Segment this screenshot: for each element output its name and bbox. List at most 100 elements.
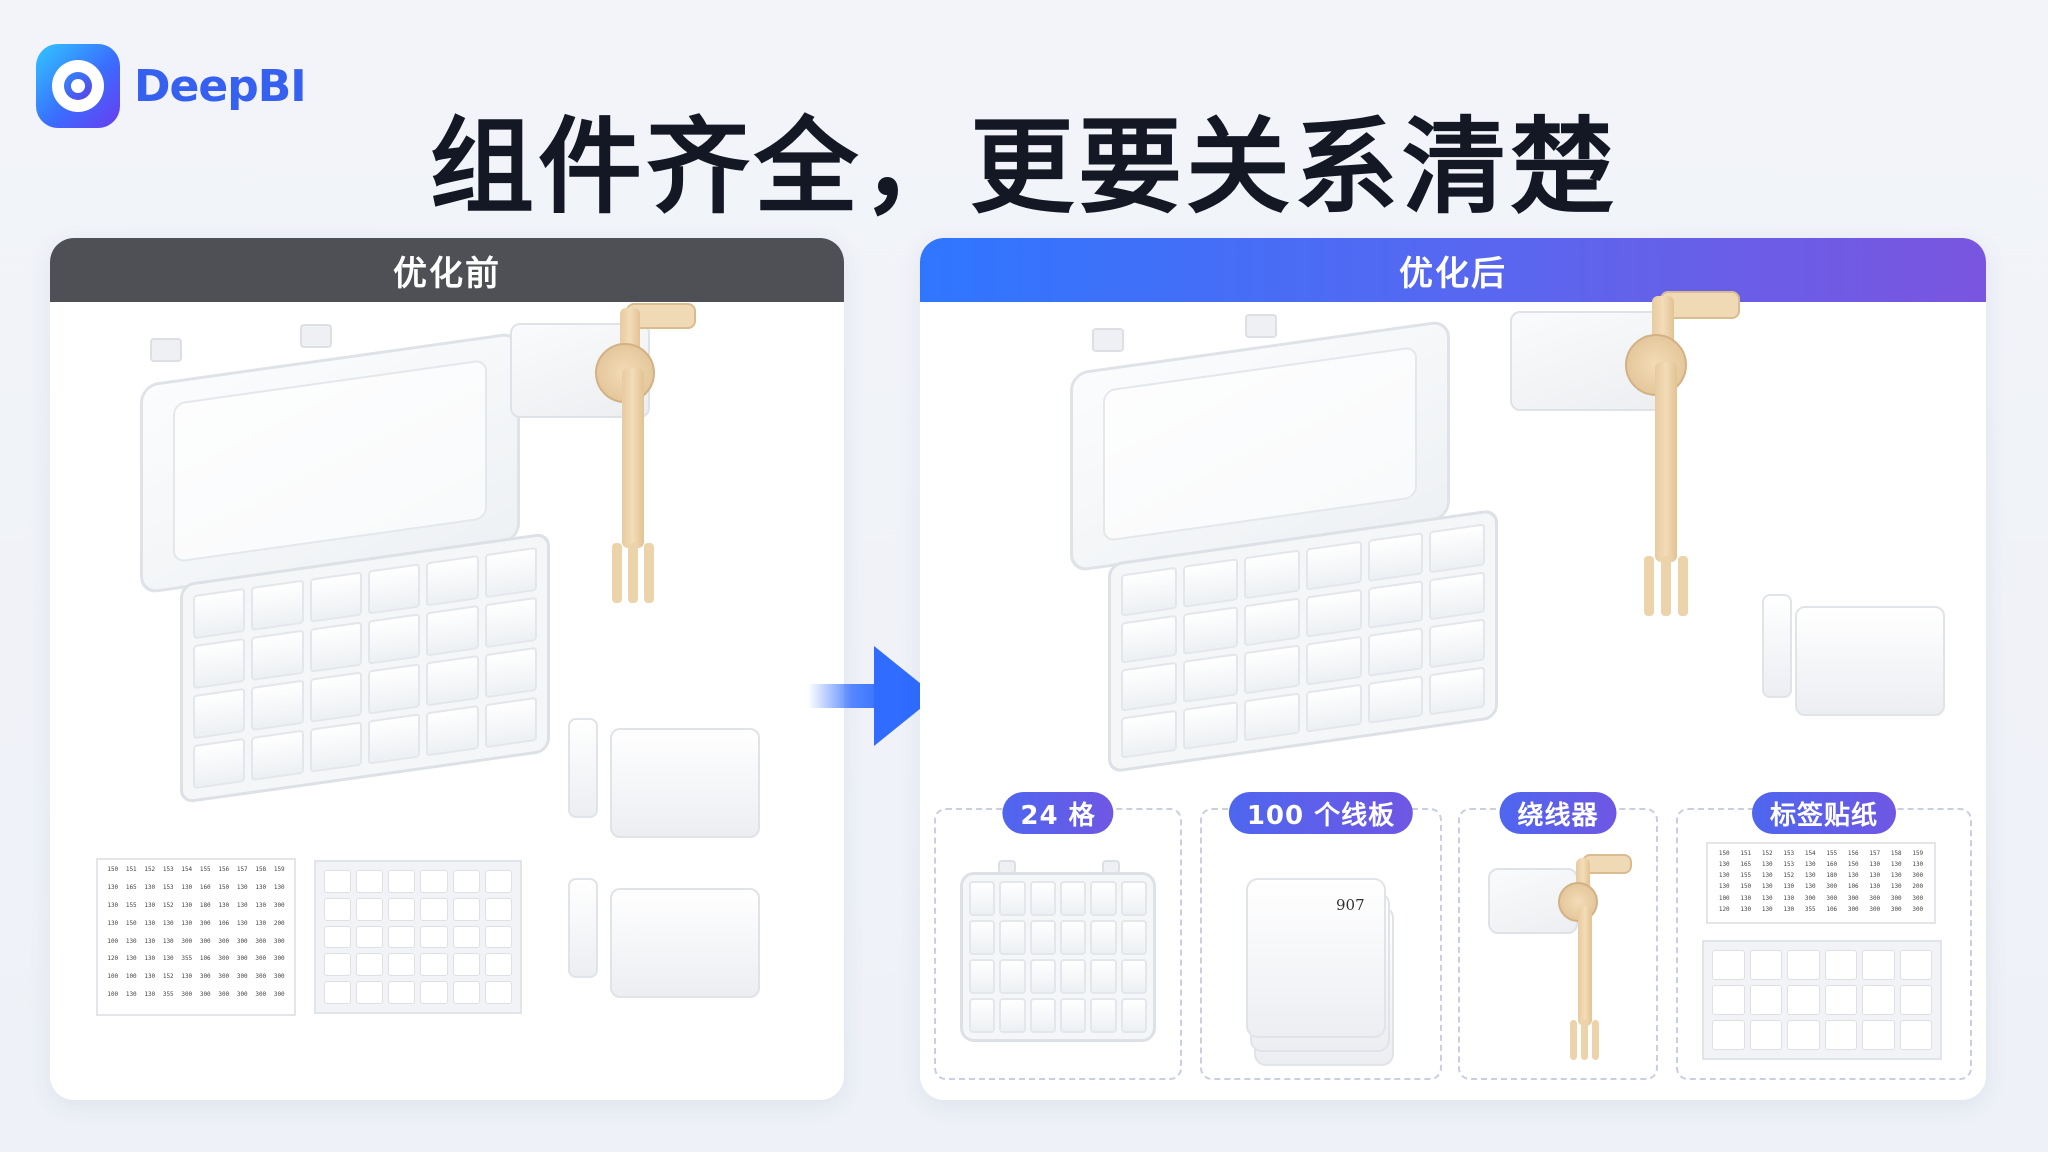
label-number: 153 [1783, 850, 1795, 857]
label-number: 300 [1869, 905, 1881, 913]
label-number: 355 [181, 955, 193, 963]
label-number: 130 [1761, 905, 1773, 913]
label-number: 130 [1718, 883, 1730, 891]
label-number: 130 [144, 955, 156, 963]
label-number: 300 [1912, 894, 1924, 902]
label-number: 130 [1890, 872, 1902, 880]
label-number: 130 [1869, 883, 1881, 891]
label-number: 155 [1826, 850, 1838, 857]
label-number: 300 [1826, 894, 1838, 902]
label-number: 200 [273, 919, 285, 927]
label-number: 155 [1740, 872, 1752, 880]
component-label: 绕线器 [1499, 792, 1617, 834]
label-number: 130 [107, 919, 119, 927]
after-panel-title: 优化后 [920, 238, 1986, 302]
label-number: 300 [199, 991, 211, 999]
label-number: 159 [273, 866, 285, 873]
label-number: 100 [125, 973, 137, 981]
brand-name: DeepBI [134, 60, 307, 112]
label-number: 130 [273, 883, 285, 891]
label-number: 130 [144, 883, 156, 891]
label-number: 300 [181, 991, 193, 999]
label-number: 154 [1804, 850, 1816, 857]
label-number: 300 [255, 973, 267, 981]
label-number: 130 [144, 901, 156, 909]
bobbin-winder-image [1510, 286, 1810, 686]
label-number: 130 [1761, 894, 1773, 902]
label-number: 300 [181, 937, 193, 945]
label-number: 130 [162, 955, 174, 963]
label-number: 130 [1783, 883, 1795, 891]
label-number: 300 [218, 991, 230, 999]
label-number: 130 [181, 901, 193, 909]
label-number: 153 [162, 883, 174, 891]
component-label: 标签贴纸 [1751, 792, 1897, 834]
component-card-winder: 绕线器 [1458, 792, 1658, 1080]
label-number: 300 [1847, 894, 1859, 902]
brand-logo: DeepBI [36, 44, 307, 128]
label-number: 355 [162, 991, 174, 999]
label-number: 150 [1718, 850, 1730, 857]
label-number: 180 [1826, 872, 1838, 880]
sticker-sheet [1702, 940, 1942, 1060]
label-number: 300 [273, 901, 285, 909]
label-number: 130 [144, 919, 156, 927]
bobbin-number: 907 [1336, 896, 1365, 914]
label-number: 300 [255, 937, 267, 945]
label-number: 130 [1890, 861, 1902, 869]
label-number: 106 [1826, 905, 1838, 913]
deepbi-logo-icon [36, 44, 120, 128]
label-number: 156 [218, 866, 230, 873]
storage-box-image [90, 298, 590, 818]
label-number: 300 [273, 955, 285, 963]
arrow-right-icon [808, 646, 936, 746]
label-number: 150 [218, 883, 230, 891]
label-number: 130 [1761, 872, 1773, 880]
label-number: 300 [1912, 872, 1924, 880]
label-number: 130 [218, 901, 230, 909]
label-number: 130 [1761, 883, 1773, 891]
component-label: 24 格 [1002, 792, 1114, 834]
after-panel: 优化后 24 格 [920, 238, 1986, 1100]
label-number: 130 [162, 937, 174, 945]
label-number: 300 [1890, 894, 1902, 902]
component-card-grid-box: 24 格 [934, 792, 1182, 1080]
label-number: 300 [1847, 905, 1859, 913]
label-number: 153 [1783, 861, 1795, 869]
label-number: 130 [125, 937, 137, 945]
label-number: 300 [1826, 883, 1838, 891]
label-number: 150 [107, 866, 119, 873]
label-number: 157 [1869, 850, 1881, 857]
label-number: 153 [162, 866, 174, 873]
label-number: 300 [236, 955, 248, 963]
label-number: 130 [125, 955, 137, 963]
label-number: 158 [1890, 850, 1902, 857]
label-number: 151 [1740, 850, 1752, 857]
label-number: 300 [255, 955, 267, 963]
label-number: 300 [1890, 905, 1902, 913]
label-number: 155 [125, 901, 137, 909]
label-number: 130 [181, 919, 193, 927]
label-number: 300 [1869, 894, 1881, 902]
label-number: 300 [218, 955, 230, 963]
label-number: 120 [107, 955, 119, 963]
label-number: 130 [1804, 872, 1816, 880]
label-number: 130 [162, 919, 174, 927]
label-number: 130 [1740, 905, 1752, 913]
label-number: 130 [1890, 883, 1902, 891]
label-number: 159 [1912, 850, 1924, 857]
label-number: 130 [1869, 861, 1881, 869]
page-title: 组件齐全，更要关系清楚 [429, 106, 1618, 228]
label-number: 152 [162, 973, 174, 981]
label-number: 165 [125, 883, 137, 891]
label-number: 100 [107, 937, 119, 945]
label-number: 130 [1718, 861, 1730, 869]
label-number: 106 [1847, 883, 1859, 891]
label-number: 130 [236, 901, 248, 909]
label-number: 130 [107, 883, 119, 891]
label-number: 100 [1718, 894, 1730, 902]
label-number: 300 [236, 973, 248, 981]
label-number: 300 [255, 991, 267, 999]
